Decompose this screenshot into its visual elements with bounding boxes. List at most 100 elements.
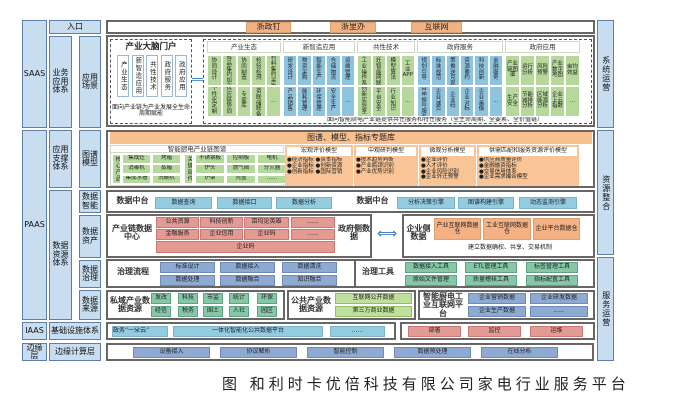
governance-step: 数据处理 (160, 275, 215, 286)
source-item: 经信 (151, 306, 171, 317)
label-edge-compute: 边缘计算层 (49, 343, 101, 361)
label-data-gov: 数据治理 (79, 260, 101, 288)
label-service-ops: 服务运营 (597, 257, 614, 361)
app-cell: 研发设计 (283, 55, 298, 86)
public-source-item: 第三方商业数据 (335, 306, 412, 317)
more-item: ...... (330, 326, 385, 337)
library-banner: 图谱、模型、指标专题库 (110, 132, 592, 144)
data-asset-item: 企业码 (244, 229, 289, 240)
data-middle-platform-label: 数据中台 (356, 196, 389, 206)
model-items: ●供应商质量评价 ●金融融资指标 ●交易信用体系 ●企业需求撮合模型 (477, 157, 579, 186)
app-cell: 金融服务 (488, 55, 503, 86)
app-cell: 产业数字地图 (550, 55, 565, 86)
engine: 动态监测引擎 (519, 197, 577, 209)
label-app-support: 应用支撑体系 (49, 130, 72, 188)
key-parts-label: 关键部件 (184, 154, 193, 184)
app-cell: 供应链协同 (221, 86, 237, 117)
app-cell: 集成灶智能网联化 (371, 55, 386, 86)
data-asset-item: 科技创新 (200, 217, 243, 228)
portal-item: 政府应用 (175, 55, 187, 97)
figure-caption: 图 和利时卡优倍科技有限公司家电行业服务平台 (222, 375, 630, 394)
app-cell: 标准规范 (431, 55, 446, 86)
app-category-header: 政府应用 (505, 41, 580, 53)
edge-item: 协议解析 (220, 347, 297, 358)
edge-item: 设备接入 (133, 347, 210, 358)
app-category-header: 共性技术 (357, 41, 415, 53)
model-items: ●企业评价 ●人才评价 ●企业风险识别 ●企业外迁预警 (419, 157, 476, 186)
data-warehouse: 产业互联网数据仓 (434, 218, 481, 240)
app-category-header: 政府服务 (417, 41, 503, 53)
data-asset-item: ...... (291, 217, 335, 228)
governance-tool: ETL管理工具 (465, 262, 517, 273)
data-service: 数据接口 (217, 197, 272, 209)
platform-data: ...... (530, 306, 588, 317)
engine: 图谱构建引擎 (458, 197, 514, 209)
ops-item: 监控 (468, 326, 521, 337)
app-cell: 运维管理 (340, 55, 355, 86)
app-cell: 企业画像 (474, 86, 489, 117)
app-cell: 仓储物流 (326, 55, 341, 86)
core-product: 烤箱 (152, 154, 181, 164)
label-infra: 基础设施体系 (49, 322, 101, 340)
governance-step: 标准设计 (160, 262, 215, 273)
app-cell: ... (488, 86, 503, 117)
portal-item: 产业生态 (117, 55, 129, 97)
core-product: 蒸箱 (152, 164, 181, 174)
data-asset-item: 企业信用 (200, 229, 243, 240)
governance-tools-label: 治理工具 (362, 267, 394, 277)
app-cell: 物资采购 (297, 55, 312, 86)
governance-tool: 标签管理工具 (526, 262, 578, 273)
app-cell: 物资联储联备 (251, 86, 267, 117)
data-warehouse: 工业互联网数据仓 (483, 218, 531, 240)
label-business-system: 业务应用体系 (49, 36, 72, 128)
model-items: ●经济指标 ●资本指标 ●企业指标 ●创新资源 ●创新指标 ●国际营销 (285, 157, 353, 186)
core-product: 集成水槽 (122, 174, 151, 185)
label-app-scene: 应用场景 (79, 36, 101, 128)
portal-title: 产业大脑门户 (125, 41, 177, 52)
label-resource-integration: 资源整合 (597, 130, 614, 255)
ops-item: 运维 (530, 326, 583, 337)
portal-item: 新智造应用 (131, 55, 144, 97)
source-item: 园区 (257, 306, 277, 317)
governance-step: 数据接入 (220, 262, 275, 273)
layer-paas: PAAS (22, 130, 47, 320)
key-part: 炉架 (195, 174, 225, 185)
key-part: 电机 (257, 154, 287, 164)
app-cell: 环保管理 (311, 86, 327, 117)
data-service: 数据查询 (155, 197, 212, 209)
key-part: 分火器 (257, 164, 287, 174)
governance-flow-label: 治理流程 (117, 267, 149, 277)
platform-data: 企业生产数据 (468, 306, 526, 317)
public-data-resource: 公共产业数据资源 (291, 295, 331, 313)
app-cell: 产品销售 (283, 86, 298, 117)
data-asset-item: 企业码 (156, 241, 335, 253)
model-items: ●技术趋势判断 ●产业瓶颈识别 ●产业优势识别 (354, 157, 418, 186)
source-item: 环保 (257, 293, 277, 304)
app-cell: 企业上云指数 (550, 86, 565, 117)
app-cell: 节能减排分析 (520, 86, 535, 117)
app-cell: 项目申报与服务 (417, 86, 432, 117)
governance-tool: 指标配置工具 (526, 275, 578, 286)
app-cell: 安全生产 (326, 86, 341, 117)
label-data-asset: 数据资产 (79, 215, 101, 258)
source-item: 科技 (178, 293, 198, 304)
app-cell: ... (565, 86, 580, 117)
key-part: 炉头 (195, 164, 225, 174)
app-cell: 个性化定制 (207, 86, 222, 117)
app-category-header: 产业生态 (207, 41, 281, 53)
cloud-item: 政务“一朵云” (112, 326, 168, 337)
portal-item: 共性技术 (146, 55, 158, 97)
app-cell: 规划引导 (417, 55, 432, 86)
app-cell: 数字工业操作系统 (357, 55, 372, 86)
industrial-internet-platform: 智能厨电工业互联网平台 (423, 292, 463, 318)
industry-data-center: 产业链数据中心 (112, 223, 152, 241)
model-title: 供需匹配和服务资源评价模型 (479, 147, 577, 156)
governance-tool: 质量稽核工具 (465, 275, 517, 286)
model-title: 宏观评价模型 (287, 147, 351, 156)
app-cell: 产业链图谱 (505, 55, 520, 86)
data-asset-item: 亩均论英雄 (244, 217, 289, 228)
edge-item: 数据预处理 (394, 347, 471, 358)
engine: 分析决策引擎 (397, 197, 455, 209)
label-data-source: 数据来源 (79, 290, 101, 320)
